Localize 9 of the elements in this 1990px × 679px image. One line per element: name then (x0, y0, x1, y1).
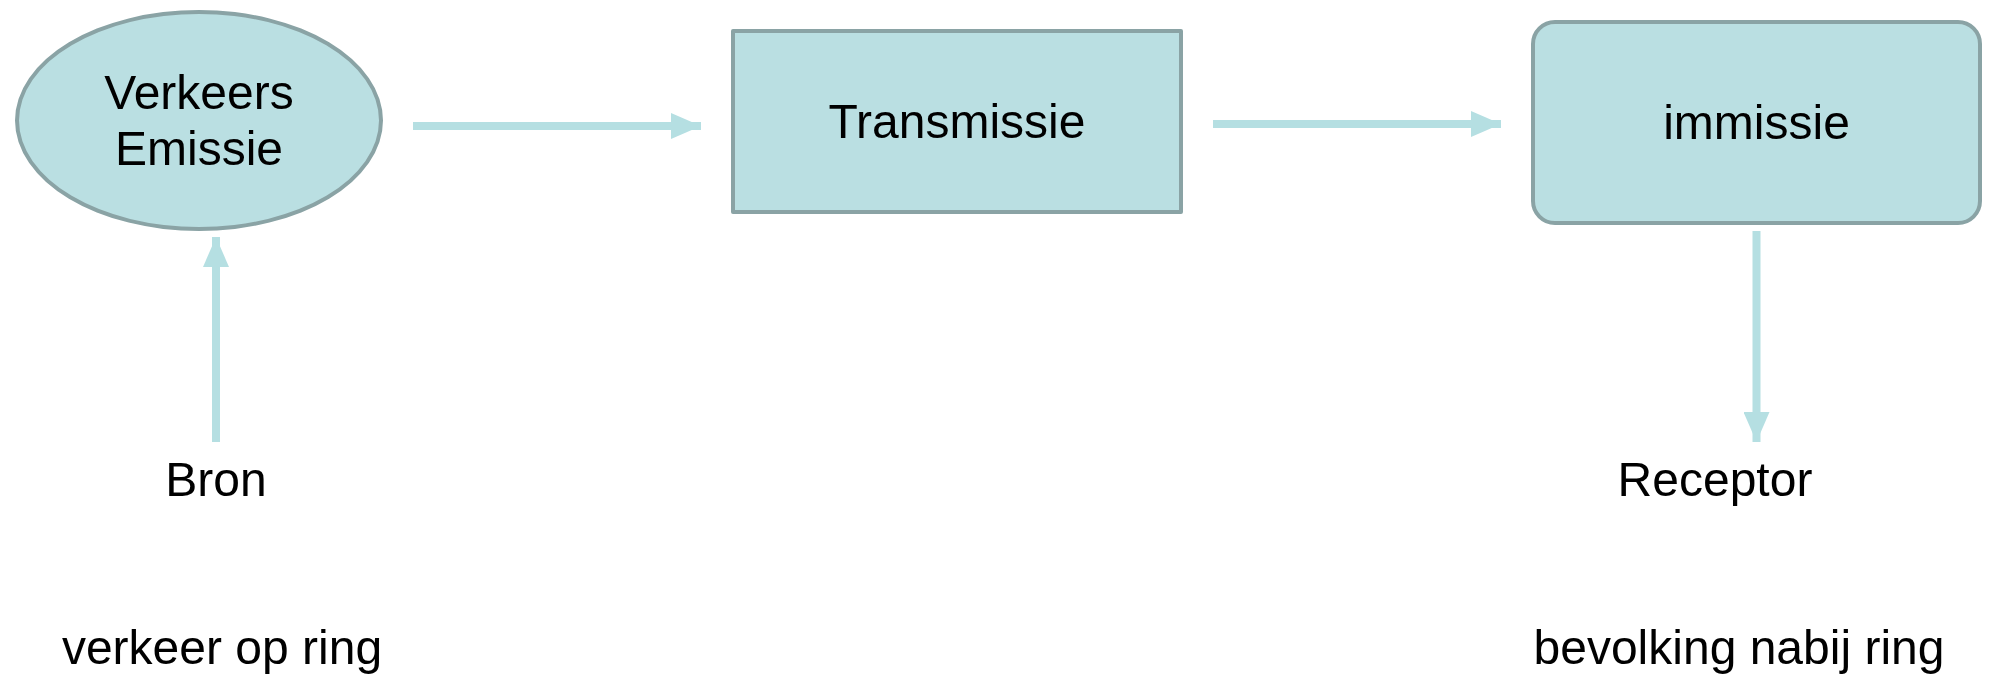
process-box (1531, 20, 1982, 225)
note: bevolking nabij ring (1533, 620, 1945, 675)
node-label: Bron (165, 452, 267, 508)
box-label: immissie (1663, 94, 1850, 151)
process-box (731, 29, 1183, 214)
note: verkeer op ring (61, 620, 383, 675)
node-label: Receptor (1617, 452, 1813, 508)
box-label: Transmissie (828, 93, 1086, 150)
box-label: Verkeers Emissie (103, 65, 295, 176)
